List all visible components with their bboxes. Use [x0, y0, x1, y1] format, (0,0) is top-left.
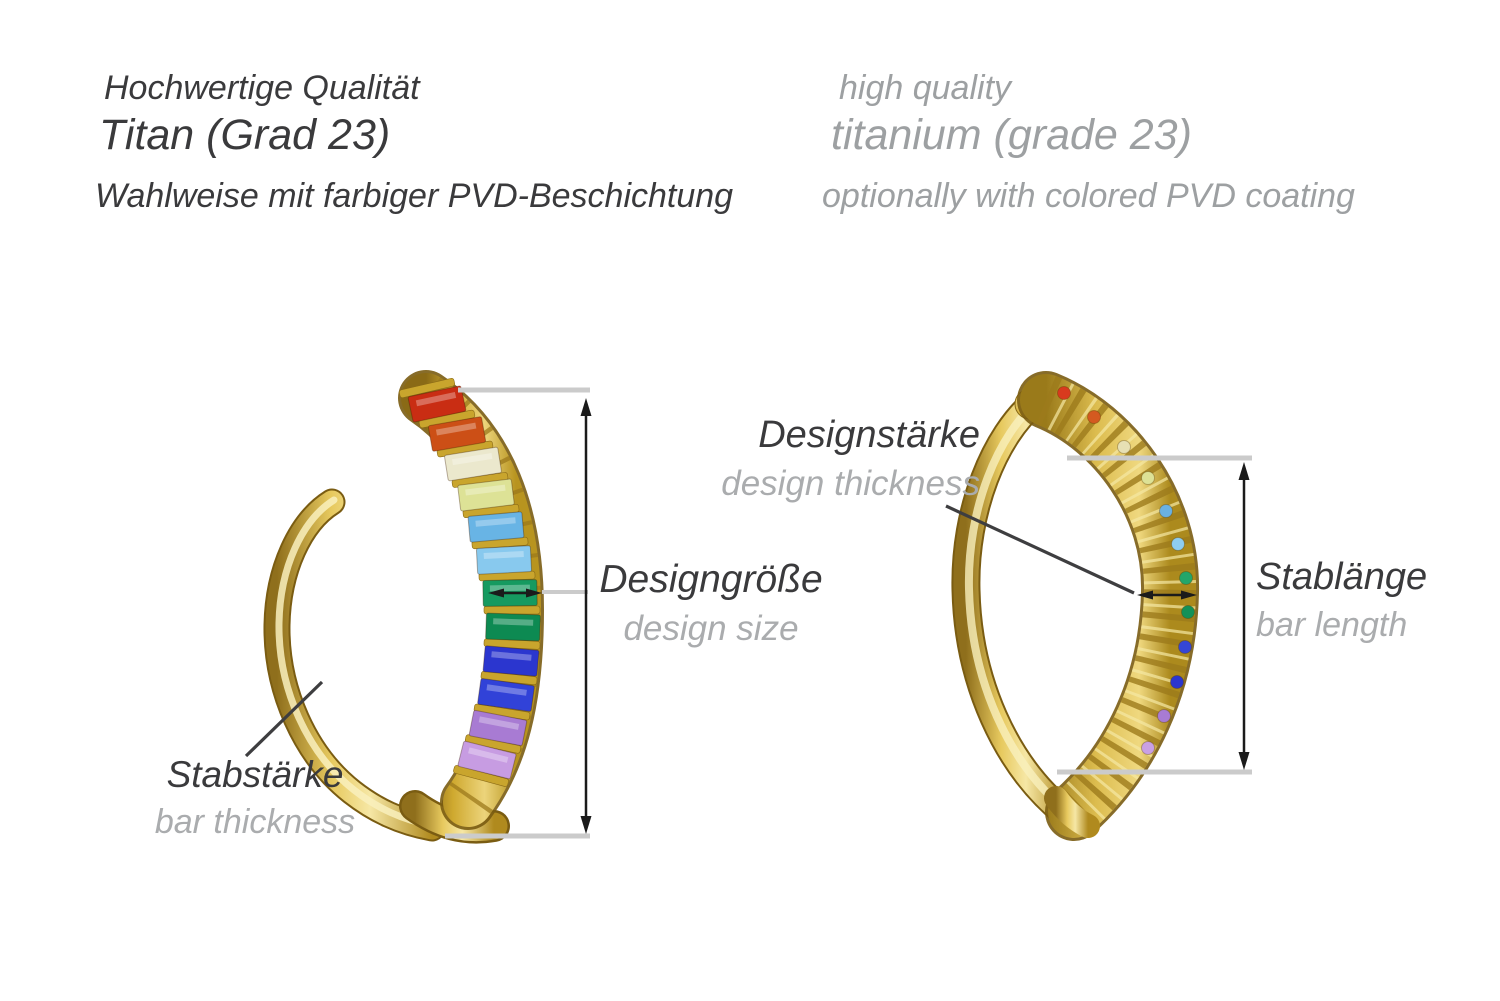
design-thickness-label-en: design thickness	[721, 463, 980, 503]
bar-length-label: Stablänge bar length	[1256, 556, 1476, 644]
gem	[1178, 640, 1192, 654]
bar-length-arrowhead-bottom	[1238, 752, 1250, 770]
bar-thickness-label-de: Stabstärke	[166, 754, 344, 795]
left-ring-wire	[263, 488, 446, 842]
gem	[475, 545, 533, 575]
gem	[427, 416, 487, 452]
bar-length-arrowhead-top	[1238, 462, 1250, 480]
bar-thickness-label-en: bar thickness	[154, 802, 356, 841]
right-ring-gem-band	[1017, 371, 1200, 841]
header-en-coating: optionally with colored PVD coating	[822, 177, 1355, 215]
gem	[1141, 471, 1155, 485]
right-ring-bottom-tip	[1044, 786, 1100, 838]
gem	[1057, 386, 1071, 400]
gem	[1157, 709, 1171, 723]
header-en-quality: high quality	[839, 69, 1012, 107]
bar-thickness-label: Stabstärke bar thickness	[130, 754, 380, 841]
gem	[482, 645, 540, 677]
gem	[1171, 537, 1185, 551]
gem	[1159, 504, 1173, 518]
gem	[467, 511, 525, 543]
design-thickness-arrowhead-right2	[1181, 590, 1197, 600]
gem	[444, 446, 502, 482]
bar-length-label-en: bar length	[1256, 605, 1408, 644]
gem	[1141, 741, 1155, 755]
bar-thickness-pointer-line	[244, 680, 324, 758]
design-thickness-label: Designstärke design thickness	[660, 414, 980, 503]
design-thickness-pointer-line	[945, 504, 1135, 595]
bar-length-label-de: Stablänge	[1256, 556, 1428, 598]
gem	[457, 740, 517, 780]
gem	[1170, 675, 1184, 689]
design-size-label: Designgröße design size	[586, 558, 836, 648]
right-ring-wire	[951, 387, 1081, 829]
design-size-arrowhead-top	[580, 398, 592, 416]
design-thickness-arrowhead-right	[526, 588, 542, 598]
design-thickness-arrowhead-left	[488, 588, 504, 598]
gem	[407, 385, 467, 423]
design-thickness-label-de: Designstärke	[758, 414, 980, 456]
gem	[1179, 571, 1193, 585]
gem	[457, 478, 515, 512]
design-size-label-de: Designgröße	[599, 558, 823, 601]
gem	[468, 709, 528, 747]
header-de-quality: Hochwertige Qualität	[104, 69, 420, 107]
gem	[1181, 605, 1195, 619]
left-ring-measurements	[244, 387, 592, 839]
header-en-material: titanium (grade 23)	[831, 111, 1192, 159]
gem	[477, 678, 535, 712]
left-ring-illustration	[263, 370, 545, 844]
design-size-arrowhead-bottom	[580, 816, 592, 834]
gem	[1117, 440, 1131, 454]
right-ring-measurements	[945, 455, 1252, 775]
gem	[485, 612, 541, 642]
gem	[1087, 410, 1101, 424]
header-de-material: Titan (Grad 23)	[99, 111, 391, 159]
design-thickness-arrowhead-left2	[1137, 590, 1153, 600]
design-size-label-en: design size	[623, 608, 799, 648]
right-ring-gems	[1057, 386, 1195, 755]
header-de-coating: Wahlweise mit farbiger PVD-Beschichtung	[95, 177, 734, 215]
right-ring-illustration	[951, 371, 1200, 841]
